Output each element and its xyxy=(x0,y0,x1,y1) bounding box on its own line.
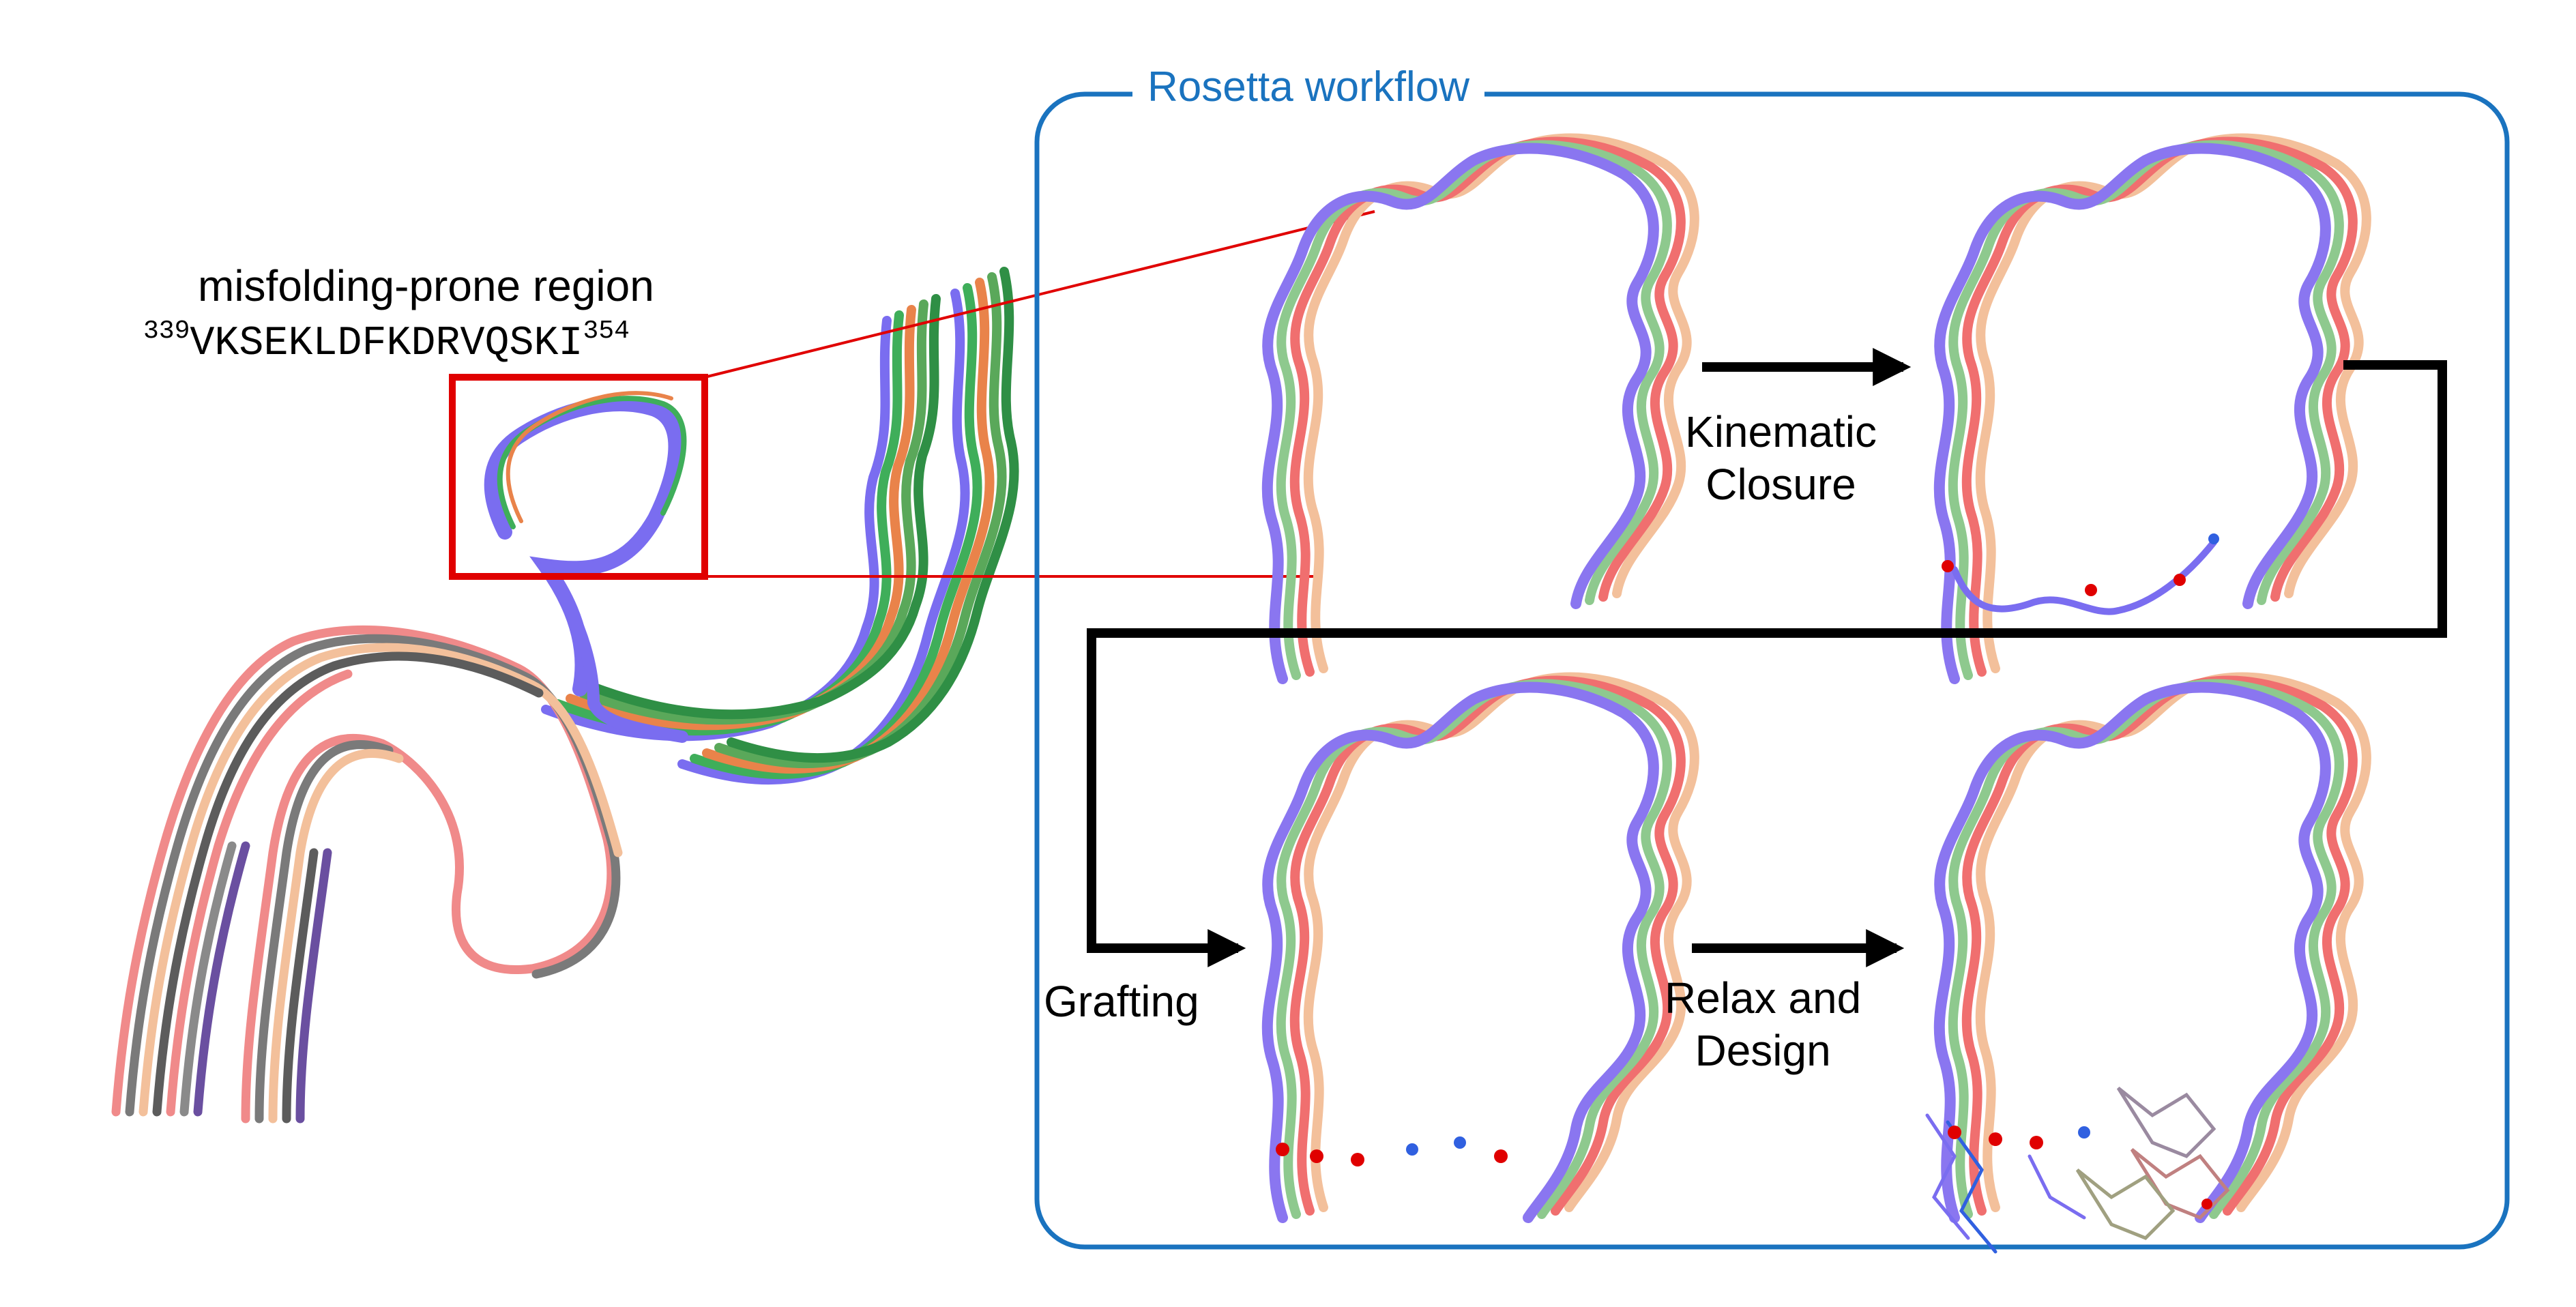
fibril-green-arm xyxy=(541,267,1019,785)
step-kinematic-closure: Kinematic Closure xyxy=(1685,406,1877,511)
sequence-residues: VKSEKLDFKDRVQSKI xyxy=(190,321,583,367)
loop-panel-grafting xyxy=(1268,677,1695,1218)
step-grafting-line1: Grafting xyxy=(1044,977,1199,1026)
sequence-end: 354 xyxy=(583,317,630,346)
zoom-line-top xyxy=(704,210,1375,379)
workflow-frame xyxy=(1034,91,2510,1250)
step-relax-design: Relax and Design xyxy=(1665,972,1861,1077)
loop-panel-relax-design xyxy=(1925,677,2367,1254)
highlight-box xyxy=(449,374,708,580)
step-relax-line1: Relax and xyxy=(1665,973,1862,1023)
step-kinematic-line1: Kinematic xyxy=(1685,407,1877,456)
workflow-title: Rosetta workflow xyxy=(1132,63,1485,111)
step-kinematic-line2: Closure xyxy=(1706,459,1856,509)
loop-panel-initial xyxy=(1268,138,1695,679)
region-label: misfolding-prone region xyxy=(198,261,654,310)
loop-panel-kinematic xyxy=(1940,138,2367,679)
step-grafting: Grafting xyxy=(1044,975,1199,1028)
zoom-highlight xyxy=(449,210,1375,580)
arrow-to-grafting xyxy=(1087,360,2447,967)
step-relax-line2: Design xyxy=(1695,1025,1831,1075)
workflow-arrows xyxy=(1087,348,2447,967)
fibril-pink-arm xyxy=(111,626,623,1124)
side-chains xyxy=(1925,1087,2230,1254)
sequence-start: 339 xyxy=(143,317,190,346)
sequence-label: 339VKSEKLDFKDRVQSKI354 xyxy=(143,317,630,367)
misfolding-loop xyxy=(484,391,688,743)
